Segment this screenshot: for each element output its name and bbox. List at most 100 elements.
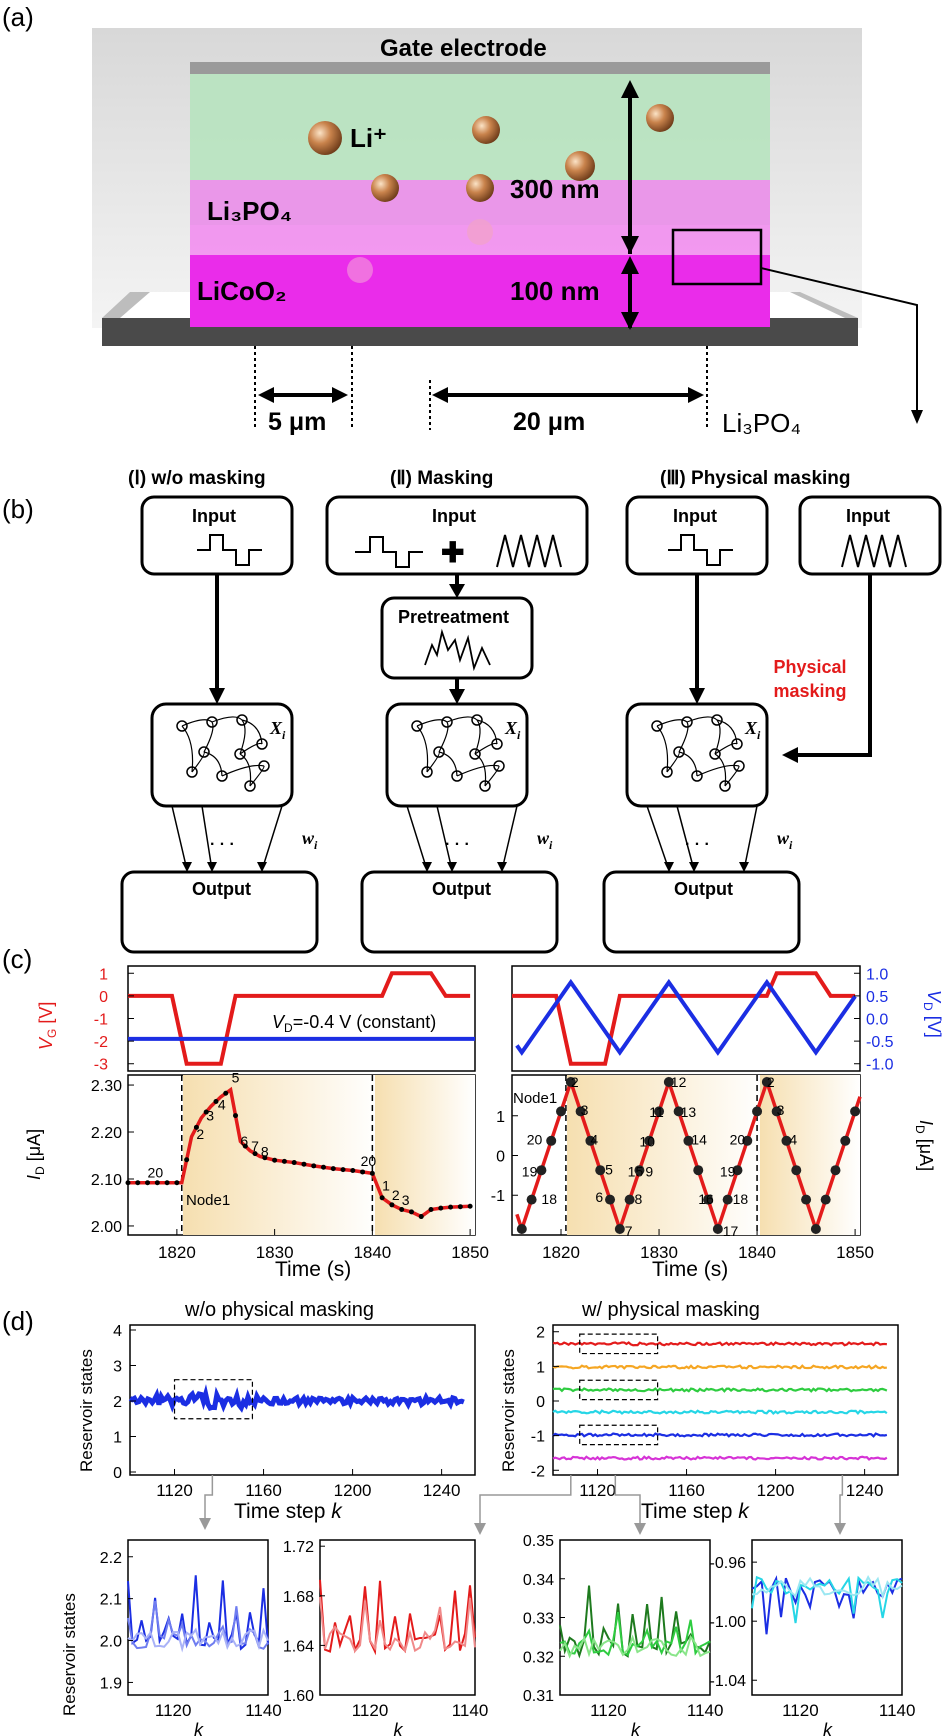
reservoir-link — [249, 765, 265, 787]
id-sample-point — [781, 1135, 792, 1146]
callout-line — [760, 267, 918, 420]
output-label: Output — [192, 879, 251, 899]
id-sample-point — [330, 1166, 336, 1172]
id-sample-point — [801, 1194, 812, 1205]
inset-x-tick: 1120 — [782, 1701, 819, 1720]
id-sample-point — [546, 1135, 557, 1146]
li-ion-ball — [565, 151, 595, 181]
pretreatment-label: Pretreatment — [398, 607, 509, 627]
callout-box — [671, 228, 763, 286]
id-sample-point — [693, 1165, 704, 1176]
node-number-label: 7 — [251, 1138, 259, 1154]
xi-label: Xi — [269, 718, 286, 742]
id-sample-point — [242, 1143, 248, 1149]
thickness-300-label: 300 nm — [510, 174, 600, 204]
id-sample-point — [605, 1194, 616, 1205]
zoom-connector — [839, 1475, 844, 1527]
arrow-head — [621, 312, 639, 330]
arrow-head — [782, 747, 798, 763]
title-right: w/ physical masking — [581, 1299, 760, 1321]
time-tick: 1820 — [158, 1243, 196, 1262]
panel-b: (b) (Ⅰ) w/o masking (Ⅱ) Masking (Ⅲ) Phys… — [2, 468, 942, 954]
arrow-head — [689, 862, 699, 872]
id-sample-point — [467, 1203, 473, 1209]
reservoir-link — [181, 719, 213, 727]
gap-20-label: 20 μm — [513, 408, 585, 436]
inset-y-tick: 0.33 — [523, 1611, 554, 1628]
id-sample-point — [614, 1224, 625, 1235]
ylabel-main-left: Reservoir states — [77, 1349, 96, 1472]
input-box-1: Input — [140, 495, 294, 576]
reservoir-link — [716, 719, 738, 745]
node-number-label: 19 — [720, 1163, 736, 1179]
id-sample-point — [369, 1170, 375, 1176]
node-number-label: 3 — [581, 1102, 589, 1118]
title-left: w/o physical masking — [184, 1299, 374, 1321]
triangle-wave-icon — [841, 534, 907, 568]
id-sample-point — [233, 1113, 239, 1119]
x-tick: 1240 — [423, 1481, 461, 1500]
inset-frame — [559, 1539, 711, 1696]
time-tick: 1820 — [542, 1243, 580, 1262]
inset-y-tick: 1.60 — [283, 1688, 314, 1705]
noise-wave-icon — [424, 628, 491, 672]
li-ion-ball — [466, 174, 494, 202]
li3po4-callout-label: Li₃PO₄ — [722, 408, 801, 438]
li-ion-label: Li⁺ — [350, 123, 387, 153]
id-sample-point — [683, 1135, 694, 1146]
node-number-label: 3 — [402, 1192, 410, 1208]
xi-subscript: i — [757, 728, 761, 742]
node1-label-right: Node1 — [513, 1090, 557, 1107]
reservoir-trace-right — [552, 1341, 888, 1347]
reservoir-trace-right — [552, 1409, 888, 1415]
id-sample-point — [575, 1106, 586, 1117]
id-sample-point — [184, 1157, 190, 1163]
x-tick: 1200 — [334, 1481, 372, 1500]
arrow-head — [497, 862, 507, 872]
node-number-label: 13 — [681, 1104, 697, 1120]
reservoir-link — [714, 719, 721, 755]
inset-y-tick: 0.34 — [523, 1572, 554, 1589]
output-label: Output — [674, 879, 733, 899]
id-sample-point — [262, 1155, 268, 1161]
node1-label: Node1 — [186, 1192, 230, 1209]
reservoir-link — [438, 751, 458, 777]
id-sample-point — [320, 1164, 326, 1170]
reservoir-link — [456, 764, 500, 777]
time-tick: 1850 — [836, 1243, 874, 1262]
id-sample-point — [712, 1224, 723, 1235]
inset-frame — [751, 1539, 903, 1696]
id-sample-point — [830, 1165, 841, 1176]
reservoir-link — [438, 721, 449, 753]
node-number-label: 6 — [240, 1133, 248, 1149]
inset-trace — [127, 1600, 269, 1650]
xlabel-main-right: Time step k — [641, 1500, 750, 1523]
li-ion-ball — [467, 219, 493, 245]
reservoir-link — [446, 716, 478, 723]
right-top-frame — [511, 965, 861, 1072]
id-sample-point — [203, 1109, 209, 1115]
node-number-label: 2 — [196, 1126, 204, 1142]
inset-y-tick: 2.1 — [100, 1592, 122, 1609]
col1-title: (Ⅰ) w/o masking — [128, 468, 266, 489]
vd-constant-label: VD=-0.4 V (constant) — [272, 1012, 436, 1035]
wi-label: wi — [302, 828, 318, 852]
reservoir-link — [474, 719, 481, 755]
time-tick: 1840 — [353, 1243, 391, 1262]
y-tick: 2 — [536, 1325, 545, 1342]
input-label: Input — [432, 506, 476, 526]
li-ion-ball — [371, 174, 399, 202]
readout-arrow — [261, 805, 283, 871]
id-sample-point — [174, 1180, 180, 1186]
id-sample-point — [761, 1076, 772, 1087]
inset-x-label: k — [194, 1720, 204, 1736]
time-tick: 1850 — [451, 1243, 489, 1262]
reservoir-link — [484, 765, 500, 787]
node-number-label: 1 — [382, 1178, 390, 1194]
id-sample-point — [742, 1135, 753, 1146]
reservoir-link — [686, 716, 718, 723]
id-sample-point — [624, 1194, 635, 1205]
id-sample-point — [135, 1180, 141, 1186]
id-sample-point — [810, 1224, 821, 1235]
